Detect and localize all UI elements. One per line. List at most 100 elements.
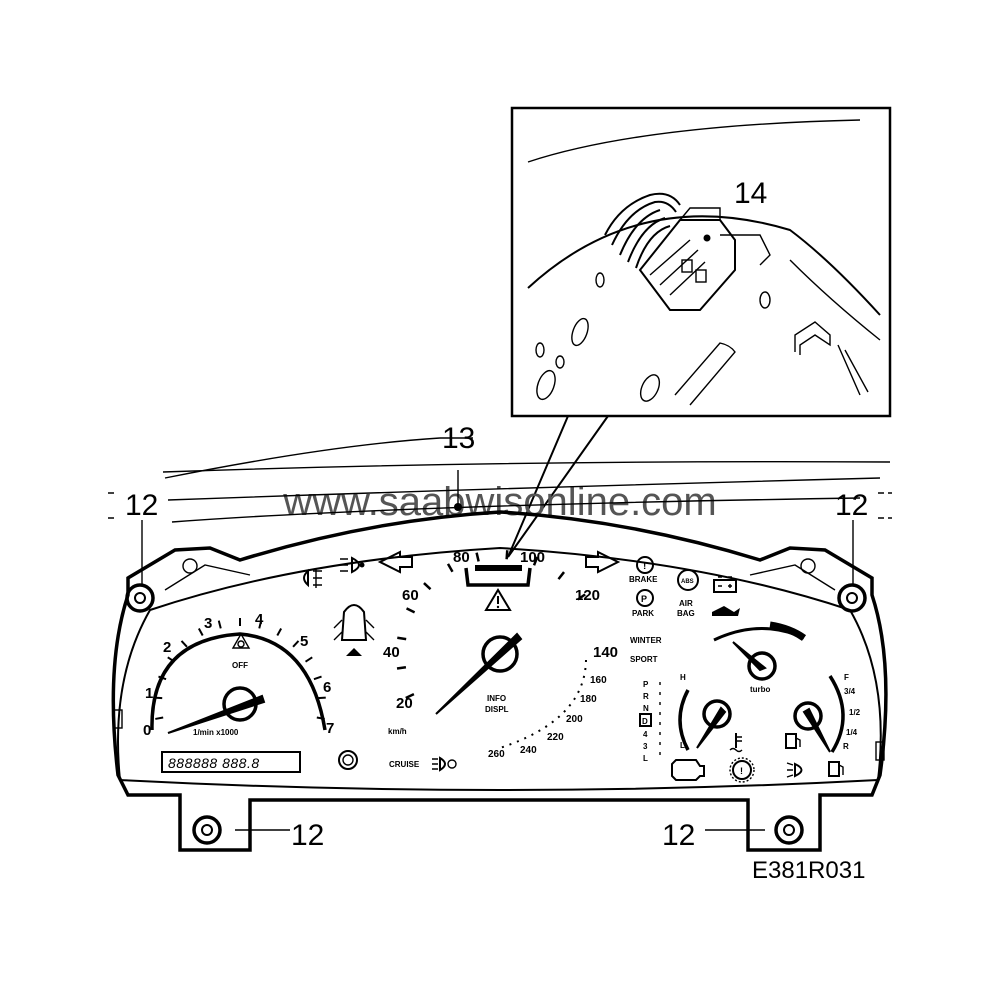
mounting-screw	[125, 583, 155, 613]
fuel-full-label: F	[844, 673, 849, 682]
gauge-tick-mark	[292, 640, 300, 648]
callout-14: 14	[734, 177, 767, 210]
gauge-tick-mark	[155, 716, 164, 720]
tachometer: 0 1 2 3 4 5 6 7 OFF 1/min x1000 888888 8…	[143, 611, 358, 773]
door-open-icon	[333, 604, 375, 656]
fuel-pump-icon	[785, 733, 801, 749]
callout-12-top-right: 12	[835, 489, 868, 522]
info-label: INFO	[487, 694, 506, 703]
gauge-tick-mark	[446, 563, 454, 573]
speed-tick-label: 200	[566, 714, 583, 725]
gear-letter: 4	[643, 730, 648, 739]
gear-indicator: P R N D 4 3 L	[639, 680, 661, 763]
gauge-tick-mark	[158, 675, 167, 681]
traction-control-icon	[231, 632, 251, 649]
callout-12-bottom-right: 12	[662, 819, 695, 852]
callout-13: 13	[442, 422, 475, 455]
speed-tick-label: 240	[520, 745, 537, 756]
fuel-three-quarter-label: 3/4	[844, 687, 856, 696]
gauge-tick-mark	[217, 620, 222, 629]
speed-tick-label: 20	[396, 695, 413, 712]
mounting-screw	[774, 815, 804, 845]
gear-letter: L	[643, 754, 648, 763]
figure-code: E381R031	[752, 857, 865, 884]
turbo-needle	[732, 641, 767, 672]
svg-text:!: !	[740, 766, 743, 776]
gauge-tick-mark	[276, 627, 283, 636]
speed-tick-label: 140	[593, 644, 618, 661]
headlight-leveling-icon	[786, 762, 803, 778]
brake-label: BRAKE	[629, 575, 658, 584]
cluster-housing	[111, 510, 888, 852]
speed-tick-label: 100	[520, 549, 545, 566]
trip-reset-knob	[338, 750, 358, 770]
gear-letter: P	[643, 680, 649, 689]
gauge-tick-mark	[397, 636, 407, 641]
airbag-label-1: AIR	[679, 599, 693, 608]
fuel-reserve-label: R	[843, 742, 849, 751]
fuel-gauge: F 3/4 1/2 1/4 R	[785, 673, 861, 753]
speedometer: 20 40 60 80 100 120 140 160 180 200 220 …	[303, 549, 621, 772]
speed-tick-label: 120	[575, 587, 600, 604]
abs-warning-icon: ABS	[677, 569, 699, 591]
mounting-screw	[192, 815, 222, 845]
odometer-digits: 888888 888.8	[168, 755, 260, 771]
turbo-gauge: turbo	[713, 621, 807, 694]
low-fuel-icon	[828, 761, 844, 777]
warning-triangle-icon	[484, 588, 512, 611]
sport-label: SPORT	[630, 655, 658, 664]
tach-warning-label: OFF	[232, 661, 248, 670]
rear-fog-light-icon	[303, 568, 322, 588]
gauge-tick-mark	[557, 571, 566, 580]
park-brake-icon: P	[636, 589, 654, 607]
brake-system-icon: !	[729, 757, 755, 783]
gauge-tick-mark	[475, 552, 480, 562]
gauge-tick-mark	[505, 550, 509, 560]
airbag-label-2: BAG	[677, 609, 695, 618]
check-engine-icon	[671, 759, 705, 781]
gauge-tick-mark	[396, 665, 407, 670]
cruise-label: CRUISE	[389, 760, 420, 769]
displ-label: DISPL	[485, 705, 509, 714]
mounting-screw	[837, 583, 867, 613]
gauge-tick-mark	[405, 693, 415, 700]
speed-tick-label: 260	[488, 749, 505, 760]
right-turn-signal-icon	[585, 550, 621, 574]
park-label: PARK	[632, 609, 654, 618]
detail-inset: 14	[510, 106, 892, 418]
gauge-tick-mark	[316, 716, 325, 720]
fuel-quarter-label: 1/4	[846, 728, 858, 737]
tach-tick-label: 1	[145, 685, 153, 702]
tach-tick-label: 3	[204, 615, 212, 632]
gear-letter: D	[642, 717, 648, 726]
gauge-tick-mark	[532, 556, 539, 566]
oil-pressure-icon	[712, 606, 740, 616]
tach-tick-label: 0	[143, 722, 151, 739]
speed-tick-label: 220	[547, 732, 564, 743]
gear-letter: R	[643, 692, 649, 701]
winter-label: WINTER	[630, 636, 662, 645]
info-display-window	[464, 567, 532, 587]
callout-12-bottom-left: 12	[291, 819, 324, 852]
speed-tick-label: 180	[580, 694, 597, 705]
tach-tick-label: 7	[326, 720, 334, 737]
speed-unit-label: km/h	[388, 727, 407, 736]
gauge-tick-mark	[167, 656, 176, 663]
speed-tick-label: 60	[402, 587, 419, 604]
high-beam-icon	[340, 556, 365, 574]
fuel-half-label: 1/2	[849, 708, 861, 717]
tach-needle	[167, 694, 266, 734]
gear-letter: N	[643, 704, 649, 713]
tach-unit-label: 1/min x1000	[193, 728, 239, 737]
callout-12-top-left: 12	[125, 489, 158, 522]
gear-letter: 3	[643, 742, 648, 751]
tach-tick-label: 4	[255, 611, 264, 628]
speed-tick-label: 160	[590, 675, 607, 686]
gauge-tick-mark	[197, 627, 204, 636]
tach-tick-label: 5	[300, 633, 308, 650]
callouts: 12 12 12 12 13 E381R031	[108, 422, 892, 884]
gauge-tick-mark	[304, 656, 313, 663]
gauge-tick-mark	[317, 696, 326, 700]
battery-icon	[713, 576, 737, 593]
